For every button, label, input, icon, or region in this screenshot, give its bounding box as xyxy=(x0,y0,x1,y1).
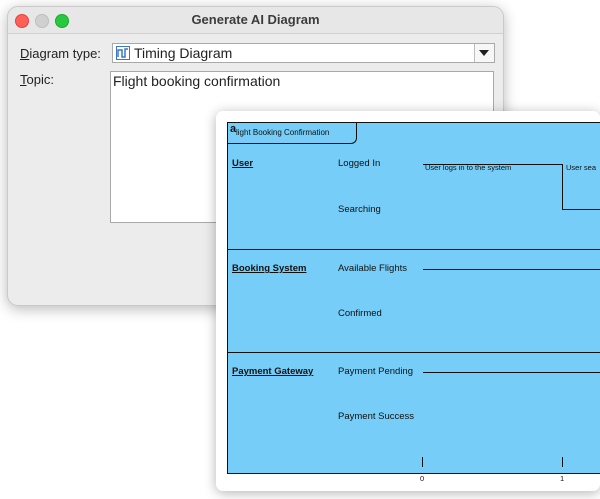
time-tick-label-0: 0 xyxy=(420,474,425,483)
state-confirmed: Confirmed xyxy=(338,308,382,319)
user-timeline-low xyxy=(562,209,600,210)
lane-name-user: User xyxy=(232,158,254,169)
diagram-type-mnemonic: D xyxy=(20,46,30,61)
time-tick-label-1: 1 xyxy=(560,474,565,483)
diagram-preview-window: a light Booking Confirmation User Logged… xyxy=(216,111,600,491)
diagram-type-value: Timing Diagram xyxy=(134,45,233,61)
time-tick-0 xyxy=(422,457,423,467)
diagram-frame-tab: a light Booking Confirmation xyxy=(228,123,357,144)
diagram-type-label-rest: iagram type: xyxy=(29,46,101,61)
annotation-login: User logs in to the system xyxy=(425,163,512,172)
lane-name-booking-system: Booking System xyxy=(232,263,307,274)
state-payment-success: Payment Success xyxy=(338,411,415,422)
lane-separator xyxy=(228,352,600,353)
state-logged-in: Logged In xyxy=(338,158,381,169)
timing-diagram-icon xyxy=(116,46,130,60)
diagram-frame-title: light Booking Confirmation xyxy=(236,128,330,137)
close-button[interactable] xyxy=(15,14,29,28)
payment-timeline xyxy=(423,372,600,373)
time-tick-1 xyxy=(562,457,563,467)
frame-icon: a xyxy=(230,123,237,135)
diagram-type-label: Diagram type: xyxy=(20,46,101,61)
state-searching: Searching xyxy=(338,204,381,215)
topic-mnemonic: T xyxy=(20,72,27,87)
diagram-type-select[interactable]: Timing Diagram xyxy=(112,43,495,63)
state-payment-pending: Payment Pending xyxy=(338,366,413,377)
minimize-button[interactable] xyxy=(35,14,49,28)
chevron-down-icon[interactable] xyxy=(474,44,494,62)
lane-separator xyxy=(228,249,600,250)
topic-label-rest: opic: xyxy=(26,72,54,87)
lane-name-payment-gateway: Payment Gateway xyxy=(232,366,314,377)
user-timeline-high xyxy=(423,164,562,165)
state-available-flights: Available Flights xyxy=(338,263,408,274)
timing-diagram: a light Booking Confirmation User Logged… xyxy=(227,122,600,474)
topic-text: Flight booking confirmation xyxy=(113,73,281,89)
maximize-button[interactable] xyxy=(55,14,69,28)
annotation-search: User sea xyxy=(566,163,597,172)
booking-timeline xyxy=(423,269,600,270)
window-title: Generate AI Diagram xyxy=(191,12,320,27)
user-timeline-transition xyxy=(562,164,563,209)
title-bar: Generate AI Diagram xyxy=(8,7,503,34)
topic-label: Topic: xyxy=(20,72,54,87)
